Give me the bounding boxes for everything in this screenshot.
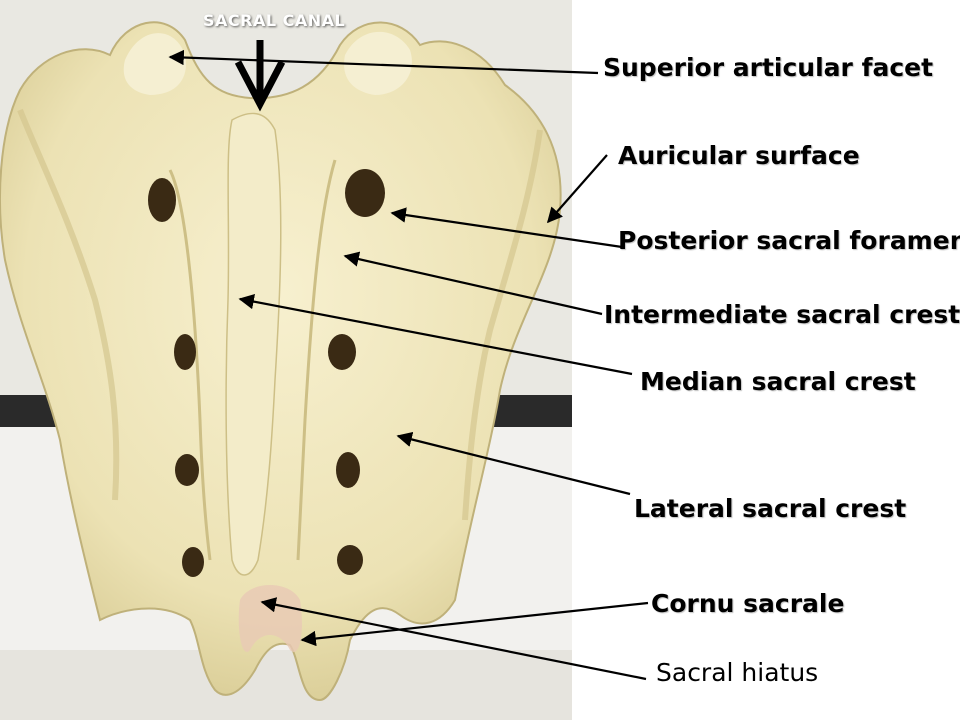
leader-lateral-sacral-crest (396, 431, 631, 496)
leader-median-sacral-crest (238, 294, 633, 376)
label-superior-articular-facet: Superior articular facet (603, 53, 934, 82)
sacrum-bone (0, 21, 562, 702)
leader-superior-articular-facet (168, 49, 599, 75)
foramen-left-4 (182, 547, 204, 577)
label-intermediate-sacral-crest: Intermediate sacral crest (604, 300, 960, 329)
leader-sacral-hiatus (260, 597, 647, 681)
foramen-right-3 (336, 452, 360, 488)
foramen-right-4 (337, 545, 363, 575)
foramen-right-2 (328, 334, 356, 370)
leader-posterior-sacral-foramen (390, 207, 623, 249)
foramen-left-1 (148, 178, 176, 222)
label-median-sacral-crest: Median sacral crest (640, 367, 916, 396)
posterior-sacral-foramina (148, 169, 385, 577)
sacral-hiatus-notch (238, 585, 302, 652)
sacral-canal-label: SACRAL CANAL (203, 11, 346, 30)
leader-intermediate-sacral-crest (343, 251, 603, 316)
foramen-left-2 (174, 334, 196, 370)
leader-lines (168, 49, 649, 681)
leader-auricular-surface (546, 154, 608, 224)
label-posterior-sacral-foramen: Posterior sacral foramen (618, 226, 960, 255)
foramen-left-3 (175, 454, 199, 486)
leader-cornu-sacrale (300, 601, 649, 647)
label-lateral-sacral-crest: Lateral sacral crest (634, 494, 907, 523)
foramen-right-1 (345, 169, 385, 217)
label-cornu-sacrale: Cornu sacrale (651, 589, 845, 618)
sacral-canal-arrow (234, 40, 286, 112)
label-sacral-hiatus: Sacral hiatus (656, 658, 819, 687)
label-auricular-surface: Auricular surface (618, 141, 860, 170)
